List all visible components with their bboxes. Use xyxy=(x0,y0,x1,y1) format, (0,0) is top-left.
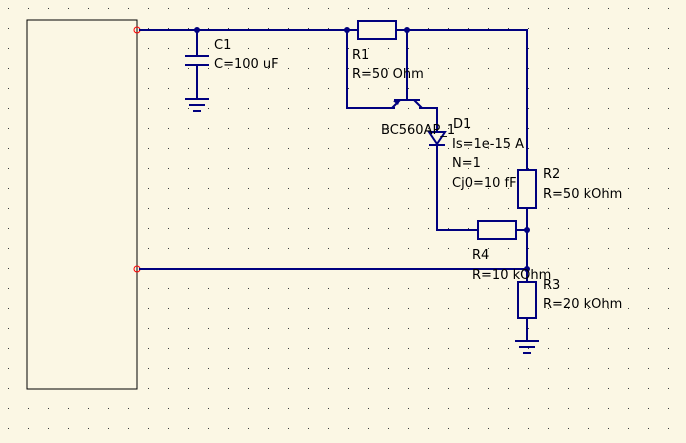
d1-n-label: N=1 xyxy=(452,156,481,171)
junction-node xyxy=(344,27,350,33)
junction-node xyxy=(524,266,530,272)
wire-r4-to-r2 xyxy=(515,207,528,231)
ground-symbol-c1 xyxy=(185,98,209,112)
r3-value-label: R=20 kOhm xyxy=(543,297,622,312)
r4-name-label: R4 xyxy=(472,248,489,263)
resistor-r2[interactable] xyxy=(517,169,537,209)
q1-name-label: BC560AP_1 xyxy=(381,123,455,138)
d1-name-label: D1 xyxy=(453,117,471,132)
wire-diode-to-r4 xyxy=(436,145,479,231)
c1-name-label: C1 xyxy=(214,38,231,53)
r1-value-label: R=50 Ohm xyxy=(352,67,424,82)
resistor-r4[interactable] xyxy=(477,220,517,240)
junction-node xyxy=(194,27,200,33)
capacitor-c1[interactable] xyxy=(185,55,209,66)
d1-cj0-label: Cj0=10 fF xyxy=(452,176,517,191)
subcircuit-block[interactable] xyxy=(26,19,138,390)
junction-node xyxy=(524,227,530,233)
c1-value-label: C=100 uF xyxy=(214,57,279,72)
wire-emitter-to-diode xyxy=(419,107,438,131)
resistor-r1[interactable] xyxy=(357,20,397,40)
wires xyxy=(139,29,528,341)
r1-name-label: R1 xyxy=(352,48,369,63)
wire-r1-right-bus xyxy=(395,29,528,186)
d1-is-label: Is=1e-15 A xyxy=(452,137,524,152)
r2-value-label: R=50 kOhm xyxy=(543,187,622,202)
r4-value-label: R=10 kOhm xyxy=(472,268,551,283)
r3-name-label: R3 xyxy=(543,278,560,293)
r2-name-label: R2 xyxy=(543,167,560,182)
resistor-r3[interactable] xyxy=(517,281,537,319)
junction-node xyxy=(404,27,410,33)
diode-d1[interactable] xyxy=(427,131,447,146)
wire-collector xyxy=(346,29,395,109)
transistor-q1[interactable] xyxy=(391,92,423,109)
ground-symbol-r3 xyxy=(515,340,539,354)
